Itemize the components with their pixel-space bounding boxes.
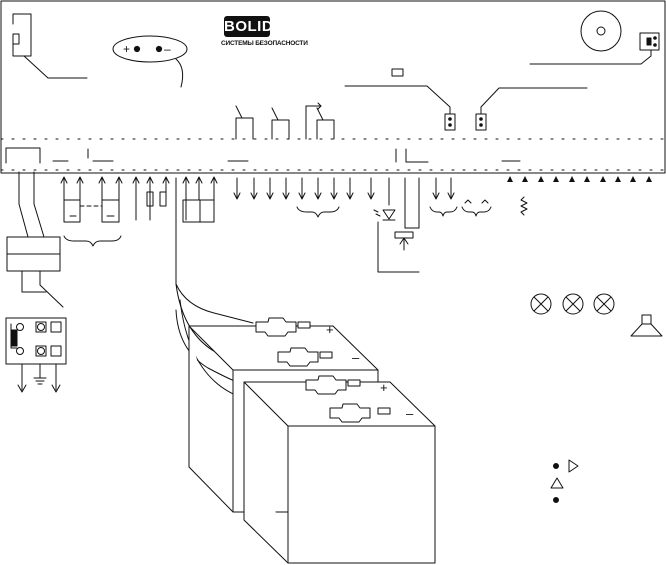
battery-2-minus: – [406,406,414,421]
tamper-switch [529,32,660,65]
jumpers [344,85,588,131]
mains-terminal-block [5,317,67,393]
brand-tagline: СИСТЕМЫ БЕЗОПАСНОСТИ [221,40,308,47]
led-dot-left [133,45,141,53]
led-dot-right [155,45,163,53]
lamp-outputs [530,293,615,315]
output-arrows [233,177,375,218]
bolid-logo: BOLID [224,16,274,37]
terminal-brackets [5,147,521,164]
mains-transformer [6,171,64,308]
status-indicator [391,68,404,77]
panel-outline [0,0,666,174]
battery-1-minus: – [352,350,360,365]
battery-1-plus: + [326,322,334,337]
lamp-icon [562,293,584,315]
led-minus-label: – [164,42,171,56]
legend-dot [553,463,559,469]
led-plus-label: + [123,42,130,56]
legend-dot [553,497,559,503]
legend [550,459,579,503]
control-panel-board [0,0,666,174]
power-led-indicator [112,35,188,88]
relay-contacts [235,102,335,140]
fuse-holder [12,13,88,79]
lamp-icon [530,293,552,315]
buzzer-icon [580,10,622,52]
legend-triangle-up [550,477,564,489]
lamp-icon [593,293,615,315]
battery-front [243,375,436,564]
input-triangles [507,176,652,182]
loop-inputs [60,176,218,247]
interface-arrows [429,177,528,217]
optocoupler [373,177,420,273]
legend-triangle-right [568,459,579,473]
battery-2-plus: + [380,380,388,395]
siren-icon [630,314,663,337]
